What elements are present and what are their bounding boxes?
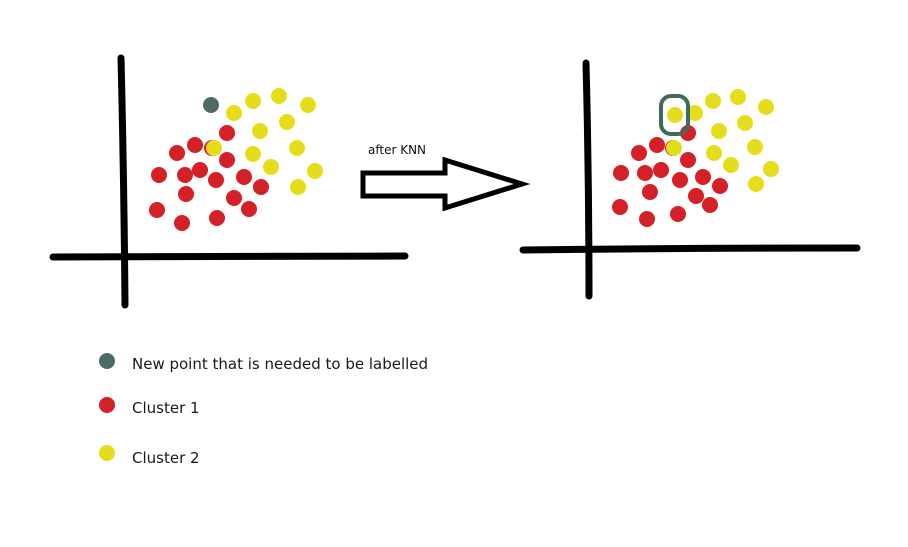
cluster-2-point	[763, 161, 779, 177]
cluster-2-point	[263, 159, 279, 175]
cluster-2-point	[289, 140, 305, 156]
after-plot	[519, 59, 861, 300]
legend-dot-icon	[99, 353, 115, 369]
cluster-2-point	[245, 93, 261, 109]
before-points	[149, 88, 323, 231]
cluster-1-point	[151, 167, 167, 183]
cluster-2-point	[226, 105, 242, 121]
cluster-1-point	[672, 172, 688, 188]
cluster-1-point	[187, 137, 203, 153]
cluster-1-point	[680, 125, 696, 141]
cluster-2-point	[748, 176, 764, 192]
cluster-1-point	[712, 178, 728, 194]
cluster-1-point	[695, 169, 711, 185]
cluster-1-point	[209, 210, 225, 226]
cluster-1-point	[177, 167, 193, 183]
cluster-2-point	[730, 89, 746, 105]
cluster-1-point	[219, 125, 235, 141]
arrow-label: after KNN	[368, 143, 427, 157]
cluster-1-point	[639, 211, 655, 227]
cluster-1-point	[670, 206, 686, 222]
cluster-2-point	[711, 123, 727, 139]
cluster-2-point	[245, 146, 261, 162]
after-x-axis	[519, 244, 861, 254]
cluster-1-point	[208, 172, 224, 188]
legend-label-cluster-1: Cluster 1	[132, 399, 200, 417]
cluster-2-point	[279, 114, 295, 130]
cluster-1-point	[192, 162, 208, 178]
cluster-1-point	[226, 190, 242, 206]
arrow-icon	[360, 156, 531, 212]
cluster-1-point	[680, 152, 696, 168]
cluster-1-point	[149, 202, 165, 218]
cluster-1-point	[241, 201, 257, 217]
cluster-1-point	[178, 186, 194, 202]
cluster-2-point	[307, 163, 323, 179]
cluster-1-point	[174, 215, 190, 231]
cluster-2-point	[206, 140, 222, 156]
cluster-2-point	[290, 179, 306, 195]
cluster-2-point	[747, 139, 763, 155]
cluster-2-point	[271, 88, 287, 104]
after-knn-arrow	[360, 156, 531, 212]
cluster-2-point	[723, 157, 739, 173]
cluster-1-point	[631, 145, 647, 161]
before-plot	[49, 54, 409, 309]
cluster-1-point	[642, 184, 658, 200]
cluster-1-point	[688, 188, 704, 204]
cluster-1-point	[219, 152, 235, 168]
new-point-highlight	[659, 94, 690, 136]
cluster-1-point	[649, 137, 665, 153]
cluster-2-point	[737, 115, 753, 131]
legend-label-cluster-2: Cluster 2	[132, 449, 200, 467]
legend-dot-icon	[99, 445, 115, 461]
cluster-1-point	[613, 165, 629, 181]
cluster-2-point	[706, 145, 722, 161]
cluster-2-point	[667, 107, 683, 123]
cluster-2-point	[666, 140, 682, 156]
cluster-1-point	[653, 162, 669, 178]
cluster-2-point	[252, 123, 268, 139]
before-x-axis	[49, 252, 409, 261]
cluster-2-point	[705, 93, 721, 109]
cluster-1-point	[702, 197, 718, 213]
cluster-2-point	[687, 105, 703, 121]
legend-dot-icon	[99, 397, 115, 413]
cluster-1-point	[612, 199, 628, 215]
cluster-1-point	[637, 165, 653, 181]
cluster-1-point	[253, 179, 269, 195]
new-point	[203, 97, 219, 113]
cluster-1-point	[169, 145, 185, 161]
after-points	[612, 89, 779, 227]
before-y-axis	[117, 54, 129, 309]
cluster-2-point	[758, 99, 774, 115]
cluster-1-point	[236, 169, 252, 185]
legend-label-new-point: New point that is needed to be labelled	[132, 355, 429, 373]
after-y-axis	[582, 59, 593, 300]
legend-dots	[99, 353, 115, 461]
cluster-2-point	[300, 97, 316, 113]
